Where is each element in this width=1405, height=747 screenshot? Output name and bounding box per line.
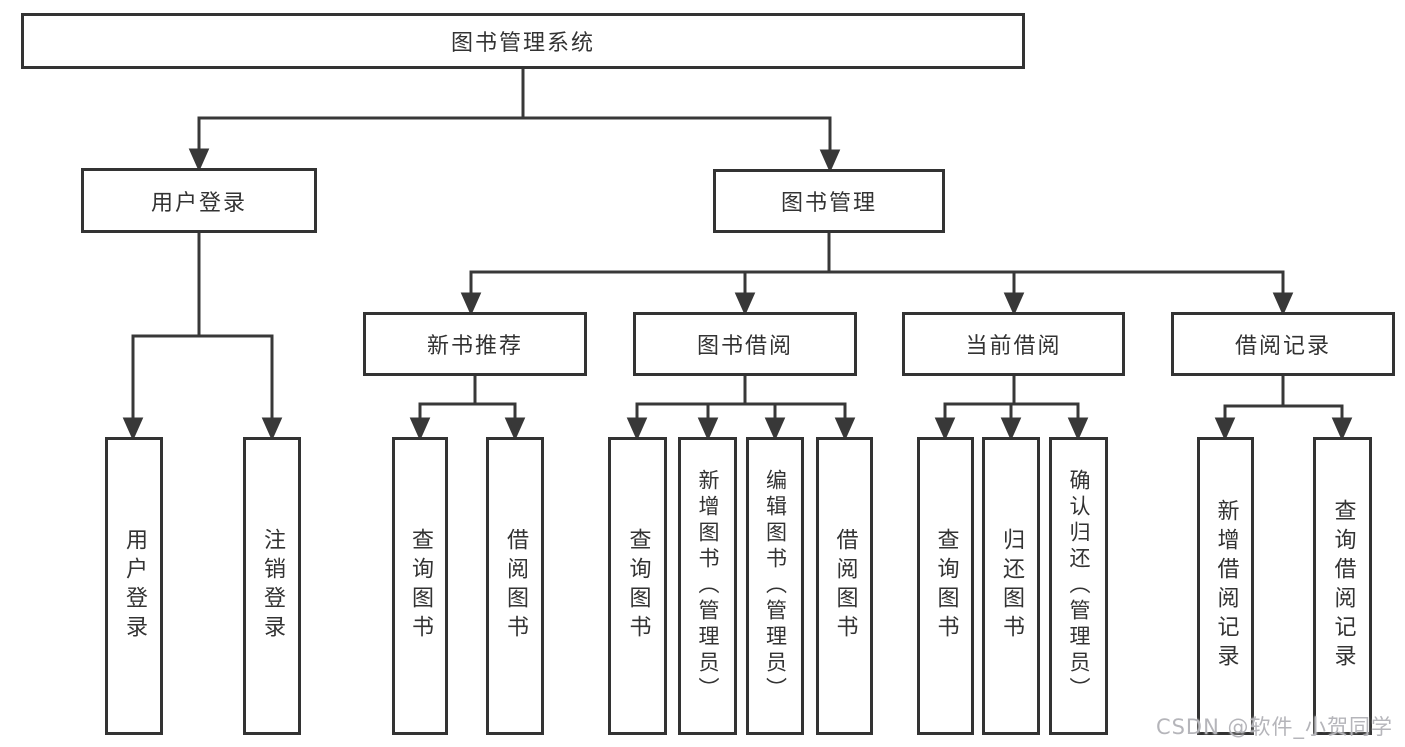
node-label: 新增借阅记录 bbox=[1213, 499, 1239, 673]
node-leaf-query-borrow-record: 查询借阅记录 bbox=[1313, 437, 1372, 735]
arrowhead-icon bbox=[834, 417, 856, 441]
node-label: 图书管理 bbox=[780, 191, 877, 216]
arrowhead-icon bbox=[934, 417, 956, 441]
node-label: 查询借阅记录 bbox=[1330, 499, 1356, 673]
connector-root-split bbox=[188, 68, 841, 173]
arrowhead-icon bbox=[1000, 417, 1022, 441]
connector-new-book-split bbox=[409, 376, 526, 441]
arrowhead-icon bbox=[764, 417, 786, 441]
node-leaf-add-book-admin: 新增图书（管理员） bbox=[678, 437, 737, 735]
connector-current-borrow-split bbox=[934, 376, 1089, 441]
node-leaf-borrow-book-1: 借阅图书 bbox=[486, 437, 544, 735]
csdn-watermark: CSDN @软件_小贺同学 bbox=[1155, 715, 1393, 739]
node-leaf-confirm-return-admin: 确认归还（管理员） bbox=[1049, 437, 1108, 735]
node-label: 借阅图书 bbox=[832, 528, 858, 644]
arrowhead-icon bbox=[697, 417, 719, 441]
node-book-borrow: 图书借阅 bbox=[633, 312, 857, 376]
node-label: 查询图书 bbox=[625, 528, 651, 644]
node-leaf-query-book-3: 查询图书 bbox=[917, 437, 974, 735]
arrowhead-icon bbox=[188, 148, 210, 172]
arrowhead-icon bbox=[626, 417, 648, 441]
node-leaf-logout: 注销登录 bbox=[243, 437, 301, 735]
arrowhead-icon bbox=[261, 417, 283, 441]
node-current-borrow: 当前借阅 bbox=[902, 312, 1125, 376]
node-label: 归还图书 bbox=[999, 528, 1024, 644]
arrowhead-icon bbox=[1067, 417, 1089, 441]
node-label: 编辑图书（管理员） bbox=[763, 469, 788, 703]
arrowhead-icon bbox=[1331, 417, 1353, 441]
node-leaf-add-borrow-record: 新增借阅记录 bbox=[1197, 437, 1254, 735]
node-label: 借阅记录 bbox=[1234, 334, 1331, 359]
node-label: 借阅图书 bbox=[503, 528, 528, 644]
node-label: 新书推荐 bbox=[426, 334, 523, 359]
node-user-login: 用户登录 bbox=[81, 168, 317, 233]
node-leaf-query-book-2: 查询图书 bbox=[608, 437, 667, 735]
node-leaf-edit-book-admin: 编辑图书（管理员） bbox=[746, 437, 804, 735]
node-label: 用户登录 bbox=[122, 528, 147, 644]
connector-book-management-split bbox=[460, 233, 1294, 316]
node-label: 查询图书 bbox=[933, 528, 959, 644]
node-book-management: 图书管理 bbox=[713, 169, 945, 233]
node-label: 图书管理系统 bbox=[450, 31, 595, 56]
node-label: 用户登录 bbox=[150, 190, 247, 216]
arrowhead-icon bbox=[819, 149, 841, 173]
arrowhead-icon bbox=[1214, 417, 1236, 441]
node-new-book-recommend: 新书推荐 bbox=[363, 312, 587, 376]
node-root-system: 图书管理系统 bbox=[21, 13, 1025, 69]
node-borrow-records: 借阅记录 bbox=[1171, 312, 1395, 376]
arrowhead-icon bbox=[409, 417, 431, 441]
arrowhead-icon bbox=[460, 292, 482, 316]
node-leaf-return-book: 归还图书 bbox=[982, 437, 1040, 735]
node-leaf-user-login: 用户登录 bbox=[105, 437, 163, 735]
node-label: 图书借阅 bbox=[696, 334, 793, 359]
connector-book-borrow-split bbox=[626, 376, 856, 441]
node-label: 当前借阅 bbox=[965, 334, 1062, 359]
arrowhead-icon bbox=[1003, 292, 1025, 316]
arrowhead-icon bbox=[734, 292, 756, 316]
arrowhead-icon bbox=[1272, 292, 1294, 316]
node-label: 注销登录 bbox=[260, 528, 285, 644]
node-leaf-borrow-book-2: 借阅图书 bbox=[816, 437, 873, 735]
node-label: 确认归还（管理员） bbox=[1067, 469, 1091, 703]
node-label: 新增图书（管理员） bbox=[696, 469, 720, 703]
arrowhead-icon bbox=[504, 417, 526, 441]
connector-borrow-records-split bbox=[1214, 376, 1353, 441]
node-label: 查询图书 bbox=[408, 528, 433, 644]
arrowhead-icon bbox=[122, 417, 144, 441]
node-leaf-query-book-1: 查询图书 bbox=[392, 437, 448, 735]
connector-user-login-split bbox=[122, 233, 283, 441]
